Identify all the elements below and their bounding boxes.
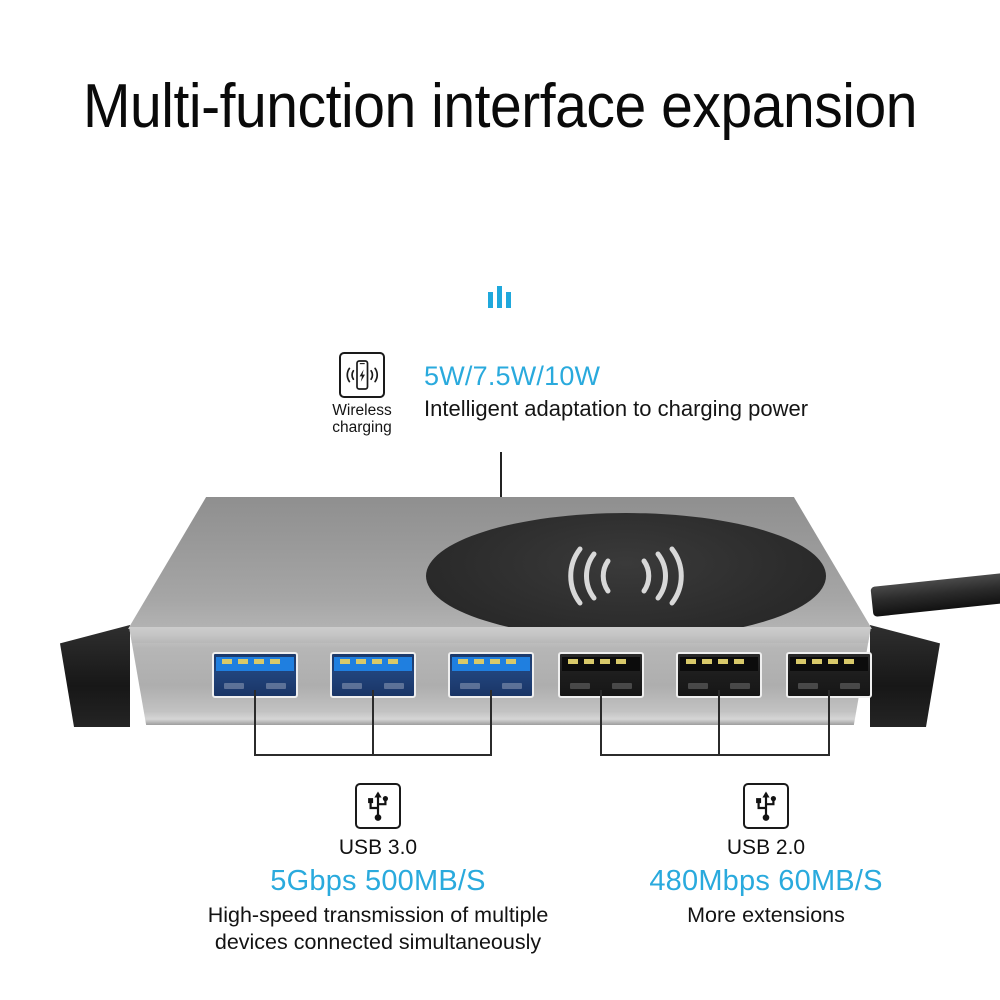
wireless-power-spec: 5W/7.5W/10W [424,361,601,391]
usb2-port-3-tab-left [798,683,818,689]
usb3-callout: USB 3.0 5Gbps 500MB/S High-speed transmi… [148,783,608,956]
wireless-charging-text-block: 5W/7.5W/10W Intelligent adaptation to ch… [424,360,884,423]
usb3-description-line2: devices connected simultaneously [214,930,542,954]
usb2-port-3-insert [790,657,868,671]
wireless-description: Intelligent adaptation to charging power [424,396,809,421]
usb-icon [355,783,401,829]
leader-usb3-port-1 [254,690,256,756]
charging-pad-wave-icon [568,546,684,606]
decorative-blue-ticks [486,284,518,308]
page-title: Multi-function interface expansion [82,72,918,141]
bracket-usb2 [600,754,830,756]
usb2-port-2-tab-right [730,683,750,689]
usb-c-cable [870,567,1000,617]
usb3-port-2-insert [334,657,412,671]
wireless-charging-caption: Wireless charging [318,402,406,436]
wireless-caption-line2: charging [332,419,392,436]
usb2-port-2-pins [686,659,744,664]
usb2-port-2-insert [680,657,758,671]
usb2-port-2-tab-left [688,683,708,689]
device-top-face [128,497,872,629]
usb2-port-1-pins [568,659,626,664]
usb3-description-line1: High-speed transmission of multiple [207,903,549,927]
usb3-port-3-insert [452,657,530,671]
usb3-port-1-tab-left [224,683,244,689]
bracket-usb3 [254,754,492,756]
usb2-description: More extensions [687,903,845,927]
usb3-description: High-speed transmission of multiple devi… [148,902,608,956]
usb2-port-3-pins [796,659,854,664]
usb2-port-1-insert [562,657,640,671]
usb2-callout: USB 2.0 480Mbps 60MB/S More extensions [596,783,936,929]
leader-usb3-port-3 [490,690,492,756]
usb3-port-2-tab-right [384,683,404,689]
leader-usb2-port-3 [828,690,830,756]
usb3-port-1-pins [222,659,280,664]
usb3-port-3-tab-left [460,683,480,689]
end-cap-right [870,625,940,727]
usb3-port-3-pins [458,659,516,664]
usb2-label: USB 2.0 [726,836,806,859]
usb3-spec: 5Gbps 500MB/S [270,865,486,897]
tick-bar-center [497,286,502,308]
usb3-port-1-insert [216,657,294,671]
leader-usb2-port-1 [600,690,602,756]
usb3-port-1-tab-right [266,683,286,689]
usb3-port-3-tab-right [502,683,522,689]
usb2-port-1-tab-right [612,683,632,689]
end-cap-left [60,625,130,727]
front-face-bevel [129,627,871,643]
usb2-spec: 480Mbps 60MB/S [649,865,883,897]
usb3-label: USB 3.0 [338,836,418,859]
usb3-port-2-tab-left [342,683,362,689]
leader-usb3-port-2 [372,690,374,756]
wireless-charging-pad [426,513,826,629]
tick-bar-right [506,292,511,308]
usb-hub-device [60,497,1000,732]
leader-usb2-port-2 [718,690,720,756]
usb-icon [743,783,789,829]
usb2-port-1-tab-left [570,683,590,689]
wireless-caption-line1: Wireless [332,402,392,419]
tick-bar-left [488,292,493,308]
wireless-charging-icon-block: Wireless charging [318,352,406,436]
usb3-port-2-pins [340,659,398,664]
wireless-charging-icon [339,352,385,398]
usb2-port-3-tab-right [840,683,860,689]
